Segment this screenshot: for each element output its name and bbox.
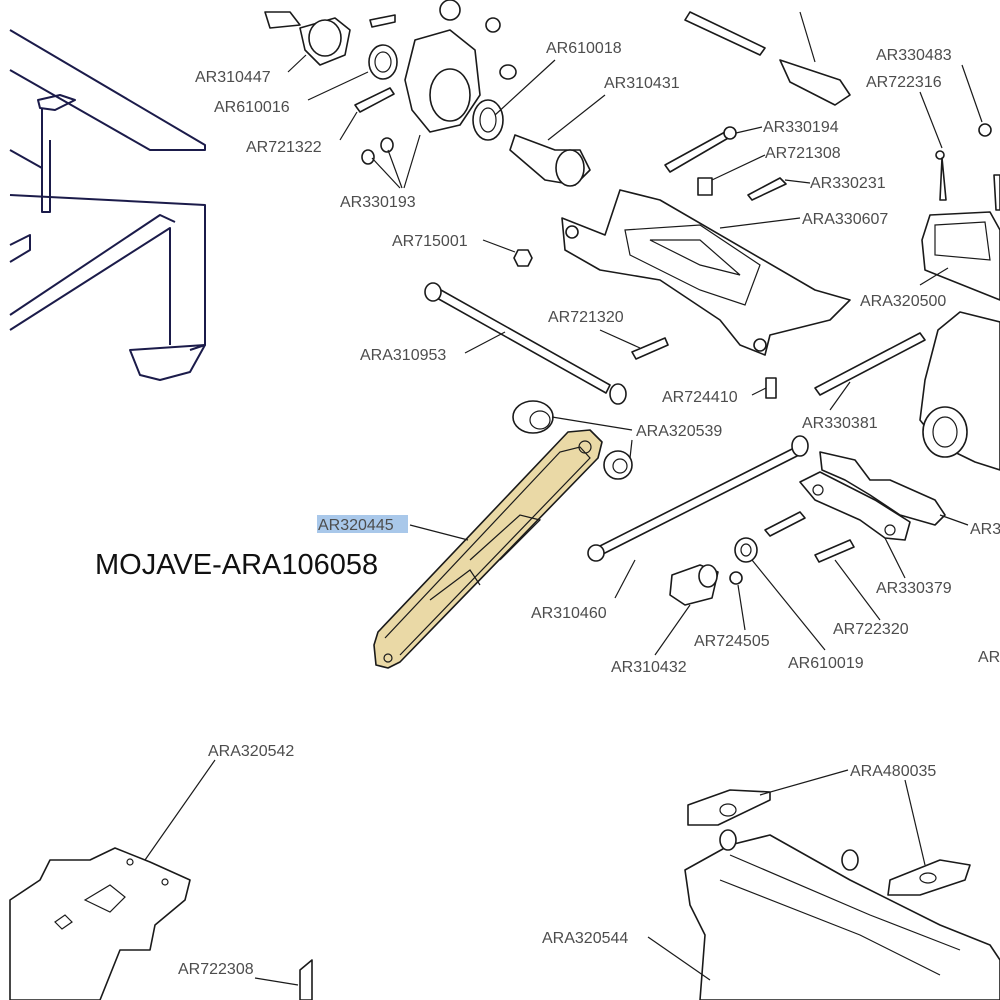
part-label-highlight <box>317 515 408 533</box>
part-label-ar310447: AR310447 <box>195 69 271 86</box>
chassis-plate <box>9 847 313 1000</box>
part-label-ar724410: AR724410 <box>662 389 738 406</box>
part-label-ara330607: ARA330607 <box>802 211 888 228</box>
part-label-ar310460: AR310460 <box>531 605 607 622</box>
part-label-ar722308: AR722308 <box>178 961 254 978</box>
drive-shaft-and-pins <box>424 249 926 562</box>
part-label-ara320542: ARA320542 <box>208 743 294 760</box>
lower-suspension-arm <box>561 189 851 356</box>
bumper-assembly <box>684 789 1000 1000</box>
diagram-title: MOJAVE-ARA106058 <box>95 549 378 581</box>
part-label-ar330379: AR330379 <box>876 580 952 597</box>
part-label-ar721322: AR721322 <box>246 139 322 156</box>
part-label-ar330194: AR330194 <box>763 119 839 136</box>
part-label-ar610016: AR610016 <box>214 99 290 116</box>
part-label-ar320445: AR320445 <box>318 517 394 534</box>
part-label-ar721320: AR721320 <box>548 309 624 326</box>
bushings-and-spacers <box>512 400 946 606</box>
part-label-ar610018: AR610018 <box>546 40 622 57</box>
part-label-ara480035: ARA480035 <box>850 763 936 780</box>
chassis-frame-outline <box>9 29 206 381</box>
upper-link-assembly <box>664 11 1000 211</box>
hub-carrier-assembly <box>264 0 591 187</box>
part-label-ara320539: ARA320539 <box>636 423 722 440</box>
part-label-ar715001: AR715001 <box>392 233 468 250</box>
part-label-ar330193: AR330193 <box>340 194 416 211</box>
part-label-ar722316: AR722316 <box>866 74 942 91</box>
part-label-ara320544: ARA320544 <box>542 930 628 947</box>
part-label-ar-partial: AR <box>978 649 1000 666</box>
part-label-ar330483: AR330483 <box>876 47 952 64</box>
part-label-ar724505: AR724505 <box>694 633 770 650</box>
part-label-ar330231: AR330231 <box>810 175 886 192</box>
part-label-ar722320: AR722320 <box>833 621 909 638</box>
gearbox-assembly <box>919 211 1000 471</box>
part-label-ara310953: ARA310953 <box>360 347 446 364</box>
part-label-ar310432: AR310432 <box>611 659 687 676</box>
part-label-ar721308: AR721308 <box>765 145 841 162</box>
highlighted-part-ar320445 <box>373 429 603 669</box>
part-label-ar310431: AR310431 <box>604 75 680 92</box>
part-label-ar3-partial: AR3 <box>970 521 1000 538</box>
part-label-ar610019: AR610019 <box>788 655 864 672</box>
part-label-ar330381: AR330381 <box>802 415 878 432</box>
leader-lines <box>144 11 983 986</box>
part-label-ara320500: ARA320500 <box>860 293 946 310</box>
